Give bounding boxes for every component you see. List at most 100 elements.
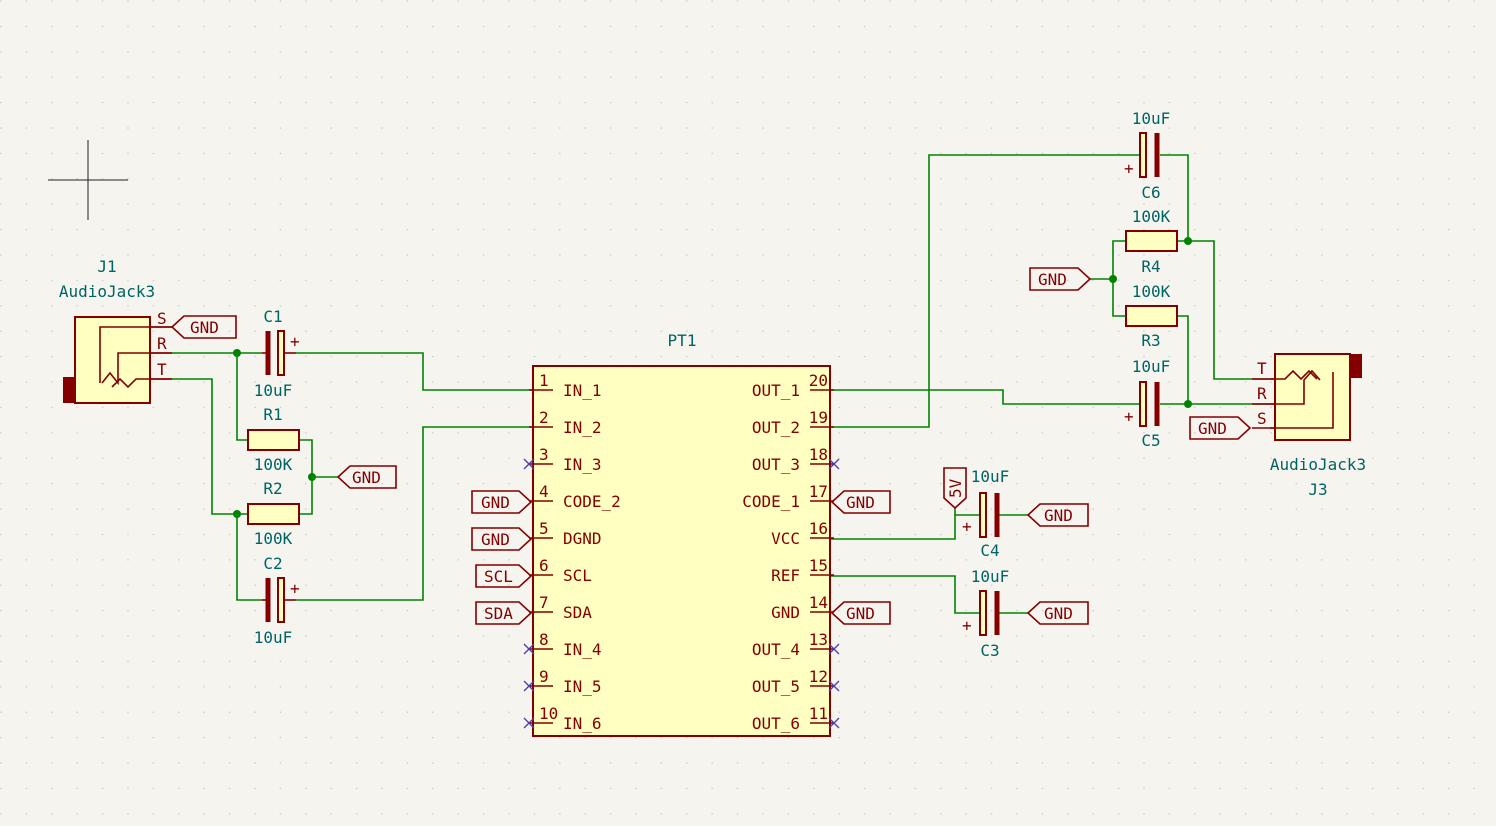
j1-ref: J1 [97,257,116,276]
pt1-pin-12-number: 12 [809,667,828,686]
pt1-pin-3-name: IN_3 [563,455,602,474]
svg-text:SDA: SDA [484,604,513,623]
pt1-pin-16-number: 16 [809,519,828,538]
scl-label-pin6[interactable]: SCL [475,564,533,588]
ic-pt1[interactable]: PT1 1IN_12IN_23IN_34CODE_25DGND6SCL7SDA8… [523,331,840,737]
pt1-pin-4-name: CODE_2 [563,492,621,511]
pt1-pin-14-name: GND [771,603,800,622]
j1-pin-t: T [157,360,167,379]
r3-ref: R3 [1141,331,1160,350]
c6-ref: C6 [1141,183,1160,202]
audio-jack-j1[interactable]: S R T J1 AudioJack3 [59,257,172,404]
j1-value: AudioJack3 [59,282,155,301]
pt1-pin-20-name: OUT_1 [752,381,800,400]
pt1-pin-17-name: CODE_1 [742,492,800,511]
gnd-label-r1-r2[interactable]: GND [336,465,397,489]
junction-dots [233,237,1192,518]
c5-value: 10uF [1132,357,1171,376]
svg-text:GND: GND [352,468,381,487]
r1-ref: R1 [263,405,282,424]
r2-ref: R2 [263,479,282,498]
gnd-label-j1[interactable]: GND [170,315,237,339]
svg-text:GND: GND [1038,270,1067,289]
pt1-pin-1-name: IN_1 [563,381,602,400]
pt1-pin-15-name: REF [771,566,800,585]
capacitor-c3[interactable]: + 10uF C3 [962,567,1009,660]
pt1-pin-19-number: 19 [809,408,828,427]
c5-polarity: + [1124,407,1134,426]
c2-polarity: + [290,579,300,598]
capacitor-c2[interactable]: + C2 10uF [254,554,300,647]
audio-jack-j3[interactable]: T R S AudioJack3 J3 [1252,353,1366,499]
pt1-pin-15-number: 15 [809,556,828,575]
svg-text:GND: GND [481,530,510,549]
c6-polarity: + [1124,159,1134,178]
j3-pin-r: R [1257,384,1267,403]
resistor-r2[interactable]: R2 100K [247,479,300,548]
c1-ref: C1 [263,307,282,326]
resistor-r3[interactable]: 100K R3 [1125,282,1178,350]
pt1-pin-5-number: 5 [539,519,549,538]
c4-polarity: + [962,517,972,536]
crosshair-cursor-icon [48,140,128,220]
gnd-label-pin17[interactable]: GND [830,490,891,514]
gnd-label-j3[interactable]: GND [1189,416,1252,440]
pt1-pin-1-number: 1 [539,371,549,390]
pt1-pin-2-name: IN_2 [563,418,602,437]
pt1-pin-12-no-connect-icon [828,680,840,692]
gnd-label-pin5[interactable]: GND [471,527,533,551]
pt1-pins: 1IN_12IN_23IN_34CODE_25DGND6SCL7SDA8IN_4… [523,371,840,733]
resistor-r1[interactable]: R1 100K [247,405,300,474]
pt1-pin-18-no-connect-icon [828,458,840,470]
pt1-pin-13-number: 13 [809,630,828,649]
svg-text:SCL: SCL [484,567,513,586]
r3-value: 100K [1132,282,1171,301]
pt1-pin-5-name: DGND [563,529,602,548]
j1-pin-s: S [157,309,167,328]
svg-text:5V: 5V [946,478,965,498]
c2-ref: C2 [263,554,282,573]
pt1-pin-10-number: 10 [539,704,558,723]
pt1-pin-9-name: IN_5 [563,677,602,696]
gnd-label-pin14[interactable]: GND [830,601,891,625]
pt1-pin-8-number: 8 [539,630,549,649]
gnd-label-c3[interactable]: GND [1026,601,1089,625]
r4-value: 100K [1132,207,1171,226]
j3-ref: J3 [1308,480,1327,499]
pt1-pin-6-name: SCL [563,566,592,585]
pt1-pin-16-name: VCC [771,529,800,548]
capacitor-c1[interactable]: + C1 10uF [254,307,300,400]
j1-pin-r: R [157,334,167,353]
c4-ref: C4 [980,541,999,560]
pt1-pin-8-no-connect-icon [523,643,535,655]
c4-value: 10uF [971,467,1010,486]
gnd-label-r3-r4[interactable]: GND [1029,267,1092,291]
pt1-pin-14-number: 14 [809,593,828,612]
pt1-pin-11-number: 11 [809,704,828,723]
sda-label-pin7[interactable]: SDA [475,601,533,625]
svg-text:GND: GND [1198,419,1227,438]
gnd-label-c4[interactable]: GND [1026,503,1089,527]
c3-value: 10uF [971,567,1010,586]
pt1-pin-18-number: 18 [809,445,828,464]
capacitor-c5[interactable]: + 10uF C5 [1124,357,1170,450]
pt1-pin-17-number: 17 [809,482,828,501]
c5-ref: C5 [1141,431,1160,450]
capacitor-c4[interactable]: + 10uF C4 [962,467,1009,560]
pt1-pin-13-name: OUT_4 [752,640,800,659]
pt1-pin-7-number: 7 [539,593,549,612]
gnd-label-pin4[interactable]: GND [471,490,533,514]
capacitor-c6[interactable]: + 10uF C6 [1124,109,1170,202]
5v-label[interactable]: 5V [943,467,967,510]
c6-value: 10uF [1132,109,1171,128]
j3-value: AudioJack3 [1270,455,1366,474]
svg-text:GND: GND [1044,604,1073,623]
svg-text:GND: GND [1044,506,1073,525]
wires [172,154,1270,614]
resistor-r4[interactable]: 100K R4 [1125,207,1178,276]
c2-value: 10uF [254,628,293,647]
pt1-pin-11-no-connect-icon [828,717,840,729]
j3-pin-s: S [1257,409,1267,428]
pt1-pin-4-number: 4 [539,482,549,501]
